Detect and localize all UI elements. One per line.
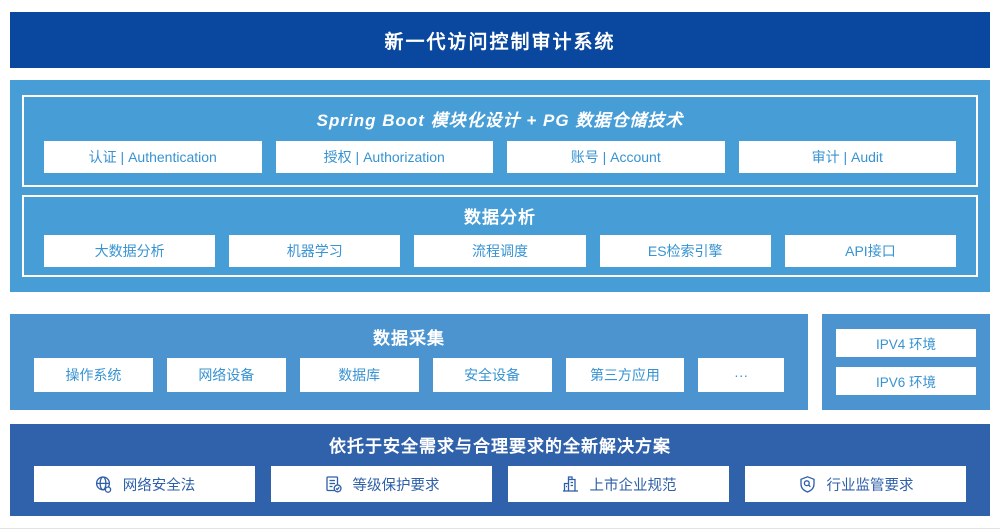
solution-box-label: 等级保护要求 [352, 477, 440, 494]
analysis-box-api: API接口 [784, 235, 957, 267]
solution-box-cybersecurity-law: 网络安全法 [34, 466, 255, 502]
solution-box-level-protection: 等级保护要求 [271, 466, 492, 502]
collection-section-title: 数据采集 [373, 329, 445, 348]
env-box-ipv6: IPV6 环境 [836, 367, 976, 395]
solution-box-industry-regulation: 行业监管要求 [745, 466, 966, 502]
module-box-audit: 审计 | Audit [738, 141, 956, 173]
collection-section: 数据采集 操作系统 网络设备 数据库 安全设备 第三方应用 ··· [10, 314, 808, 410]
module-box-authentication: 认证 | Authentication [44, 141, 262, 173]
analysis-box-ml: 机器学习 [229, 235, 401, 267]
solution-section: 依托于安全需求与合理要求的全新解决方案 网络安全法 [10, 424, 990, 516]
analysis-section-title: 数据分析 [464, 208, 536, 227]
system-title-banner: 新一代访问控制审计系统 [10, 12, 990, 68]
solution-box-label: 行业监管要求 [826, 477, 914, 494]
building-icon [561, 475, 580, 494]
module-box-account: 账号 | Account [507, 141, 725, 173]
collection-box-database: 数据库 [299, 358, 419, 392]
collection-box-row: 操作系统 网络设备 数据库 安全设备 第三方应用 ··· [34, 358, 784, 392]
environment-panel: IPV4 环境 IPV6 环境 [822, 314, 990, 410]
modules-section-title: Spring Boot 模块化设计 + PG 数据仓储技术 [316, 111, 684, 130]
solution-box-label: 上市企业规范 [589, 477, 677, 494]
module-box-authorization: 授权 | Authorization [275, 141, 493, 173]
collection-box-network-device: 网络设备 [166, 358, 286, 392]
globe-icon [94, 475, 113, 494]
env-box-ipv4: IPV4 环境 [836, 329, 976, 357]
analysis-box-row: 大数据分析 机器学习 流程调度 ES检索引擎 API接口 [44, 235, 957, 267]
solution-section-title: 依托于安全需求与合理要求的全新解决方案 [329, 437, 671, 456]
system-title: 新一代访问控制审计系统 [384, 31, 616, 53]
analysis-box-es: ES检索引擎 [599, 235, 771, 267]
analysis-section: 数据分析 大数据分析 机器学习 流程调度 ES检索引擎 API接口 [22, 195, 978, 277]
analysis-box-workflow: 流程调度 [414, 235, 586, 267]
collection-box-thirdparty: 第三方应用 [565, 358, 685, 392]
analysis-box-bigdata: 大数据分析 [44, 235, 216, 267]
platform-container: Spring Boot 模块化设计 + PG 数据仓储技术 认证 | Authe… [10, 80, 990, 292]
solution-box-listed-company: 上市企业规范 [508, 466, 729, 502]
checklist-check-icon [324, 475, 343, 494]
modules-section: Spring Boot 模块化设计 + PG 数据仓储技术 认证 | Authe… [22, 95, 978, 187]
collection-box-os: 操作系统 [34, 358, 153, 392]
modules-box-row: 认证 | Authentication 授权 | Authorization 账… [44, 141, 956, 173]
shield-search-icon [798, 475, 817, 494]
solution-box-label: 网络安全法 [122, 477, 196, 494]
collection-box-ellipsis: ··· [698, 358, 784, 392]
solution-box-row: 网络安全法 等级保护要求 [34, 466, 966, 502]
collection-box-security-device: 安全设备 [432, 358, 552, 392]
